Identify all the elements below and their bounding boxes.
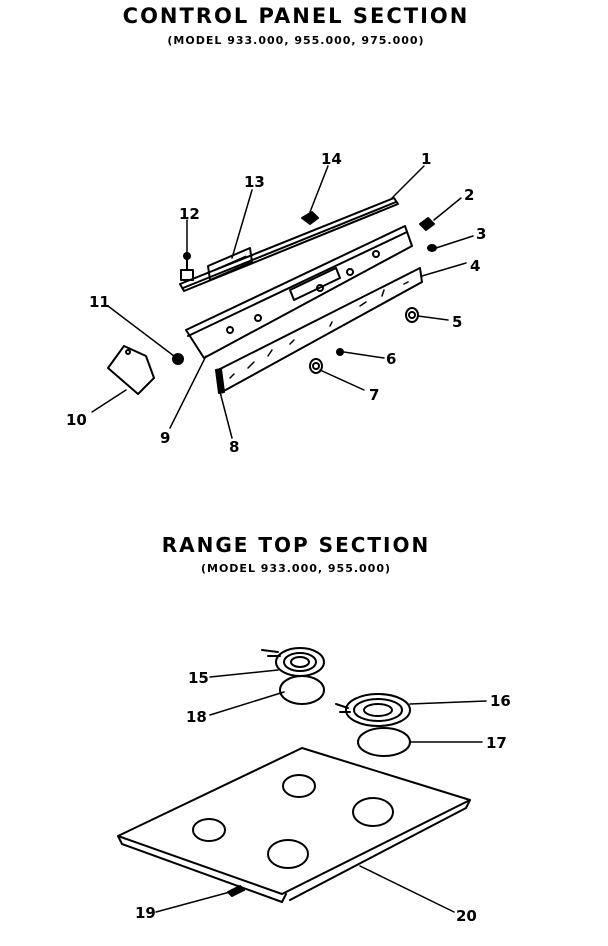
control-panel-models: (MODEL 933.000, 955.000, 975.000): [167, 34, 425, 47]
callout-20: 20: [456, 907, 477, 925]
range-leader-lines: [155, 669, 487, 913]
callout-10: 10: [66, 411, 87, 429]
callout-14: 14: [321, 150, 342, 168]
callout-12: 12: [179, 205, 200, 223]
part-9-control-panel: [185, 225, 413, 359]
part-12-switch: [180, 252, 194, 281]
control-leader-lines: [91, 165, 474, 439]
part-14-clip: [301, 211, 319, 225]
callout-16: 16: [490, 692, 511, 710]
callout-15: 15: [188, 669, 209, 687]
callout-4: 4: [470, 257, 480, 275]
part-13-bracket: [207, 247, 253, 281]
callout-labels: 1 2 3 4 5 6 7 8 9 10 11 12 13 14 15 16 1…: [66, 150, 511, 925]
callout-5: 5: [452, 313, 462, 331]
callout-7: 7: [369, 386, 379, 404]
part-16-surface-element-large: [335, 693, 411, 727]
part-5-grommet: [405, 307, 419, 323]
callout-8: 8: [229, 438, 239, 456]
range-top-title: RANGE TOP SECTION: [161, 533, 431, 557]
callout-13: 13: [244, 173, 265, 191]
part-15-surface-element-small: [261, 647, 325, 677]
callout-9: 9: [160, 429, 170, 447]
callout-2: 2: [464, 186, 474, 204]
part-18-drip-pan-small: [279, 675, 325, 705]
callout-3: 3: [476, 225, 486, 243]
part-17-drip-pan-large: [357, 727, 411, 757]
callout-6: 6: [386, 350, 396, 368]
callout-11: 11: [89, 293, 110, 311]
part-20-range-top: [117, 747, 471, 903]
part-7-grommet: [309, 358, 323, 374]
control-panel-title: CONTROL PANEL SECTION: [122, 4, 470, 28]
part-11-nut: [172, 353, 184, 365]
part-10-bracket-plate: [107, 345, 155, 395]
callout-17: 17: [486, 734, 507, 752]
part-19-screw: [227, 885, 245, 897]
part-1-trim-rail: [179, 197, 399, 292]
callout-19: 19: [135, 904, 156, 922]
part-6-screw: [336, 348, 344, 356]
part-3-screw: [427, 244, 437, 252]
callout-1: 1: [421, 150, 431, 168]
part-8-end-strip: [215, 368, 225, 394]
range-top-models: (MODEL 933.000, 955.000): [200, 562, 392, 575]
callout-18: 18: [186, 708, 207, 726]
part-2-knob: [419, 217, 435, 231]
